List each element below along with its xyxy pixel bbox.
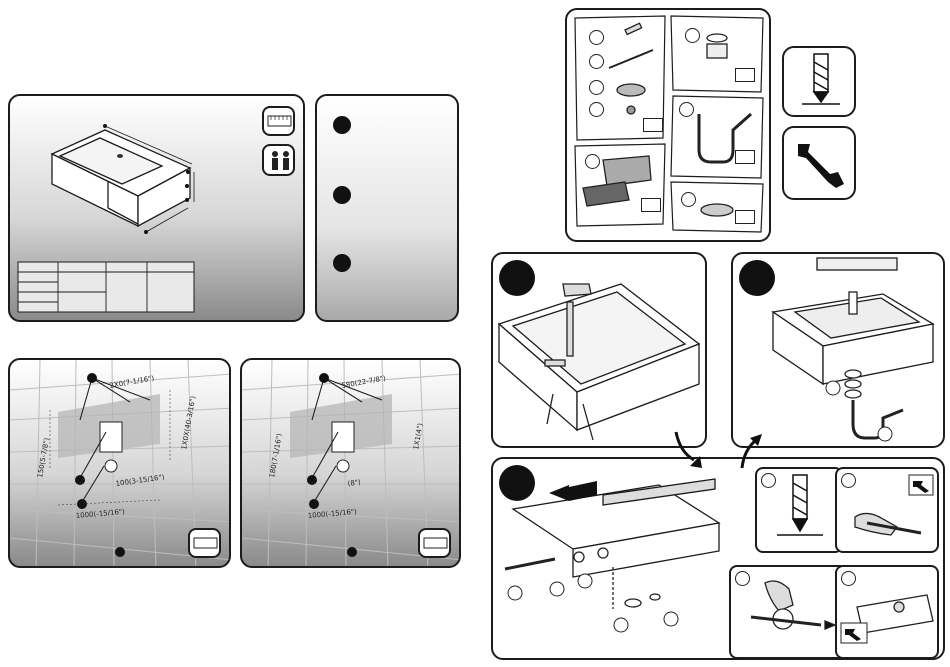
part-marker-8 [681,192,696,207]
measure-tape-icon-a [188,528,221,558]
dim-offset-b: (8") [347,478,361,488]
parts-list-panel [565,8,771,242]
step-1-panel [491,252,707,448]
part-marker-6 [679,102,694,117]
qty-box-1 [643,118,663,132]
detail-marker-d [841,571,856,586]
qty-box-5 [735,210,755,224]
qty-box-2 [735,68,755,82]
detail-marker-c [735,571,750,586]
wrench-tool-box [782,126,856,200]
two-person-icon [262,144,295,176]
part-marker-1 [589,30,604,45]
drill-bit-icon [784,48,856,117]
part-marker-5 [685,28,700,43]
wall-layout-panel-b: 580(22-7/8") 1X1(4") 180(7-1/16") (8") 1… [240,358,461,568]
step-3d-mount-tile [835,565,939,659]
step-2-panel [731,252,945,448]
wrench-icon [784,128,856,200]
step-marker-2 [333,186,351,204]
detail-marker-b [841,473,856,488]
qty-box-4 [641,198,661,212]
product-overview-panel [8,94,305,322]
qty-box-3 [735,150,755,164]
measure-tape-icon [262,106,295,136]
dim-bottom-a: 1000(-15/16") [75,508,125,520]
step-marker-3 [333,254,351,272]
detail-marker-a [761,473,776,488]
dim-width-top-a: 2X0(7-1/16") [109,374,155,390]
part-marker-7 [585,154,600,169]
step-marker-1 [333,116,351,134]
step-3b-wrench-tile [835,467,939,553]
step-1-illustration [493,254,707,448]
drill-bit-tool-box [782,46,856,117]
measure-tape-icon-b [418,528,451,558]
dim-bottom-b: 1000(-15/16") [307,508,357,520]
part-marker-2 [589,54,604,69]
dim-height-right-a: 1X0X(40-3/16") [180,395,197,450]
part-marker-4 [589,102,604,117]
dim-width-top-b: 580(22-7/8") [341,374,387,390]
step-3a-drill-tile [755,467,843,553]
part-marker-3 [589,80,604,95]
sink-isometric-drawing [10,96,305,322]
steps-list-panel [315,94,459,322]
step-2-illustration [733,254,945,448]
wall-layout-panel-a: 2X0(7-1/16") 1X0X(40-3/16") 150(5-7/8") … [8,358,231,568]
step-3-panel [491,457,945,660]
dim-offset-a: 100(3-15/16") [115,473,165,488]
